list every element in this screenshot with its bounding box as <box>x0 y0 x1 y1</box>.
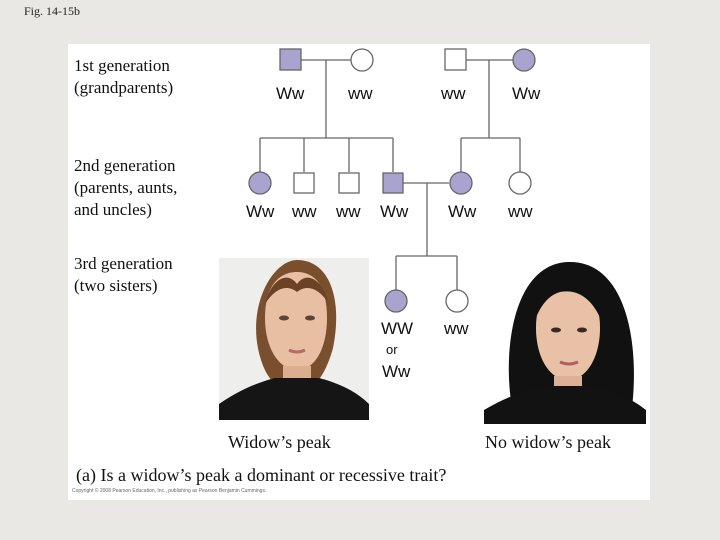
genotype-label: Ww <box>448 202 477 221</box>
widows-peak-photo <box>219 258 369 420</box>
generation-label-2: 2nd generation (parents, aunts, and uncl… <box>74 156 178 219</box>
pedigree-lines <box>259 59 521 290</box>
grandfather-2-symbol <box>444 48 467 71</box>
mother-symbol <box>449 171 473 195</box>
genotype-label: Ww <box>380 202 409 221</box>
genotype-or-label: or <box>386 342 398 357</box>
uncle-1-symbol <box>293 172 315 194</box>
grandfather-1-symbol <box>279 48 302 71</box>
grandmother-1-symbol <box>350 48 374 72</box>
genotype-label: ww <box>440 84 466 103</box>
genotype-label: Ww <box>276 84 305 103</box>
figure-panel: 1st generation (grandparents) 2nd genera… <box>68 44 650 500</box>
generation-label-3: 3rd generation (two sisters) <box>74 254 173 295</box>
father-symbol <box>382 172 404 194</box>
sister-1-symbol <box>384 289 408 313</box>
genotype-label: WW <box>381 319 413 338</box>
widows-peak-caption: Widow’s peak <box>228 432 331 452</box>
copyright-text: Copyright © 2008 Pearson Education, Inc.… <box>72 488 267 494</box>
figure-label: Fig. 14-15b <box>24 4 81 18</box>
genotype-label: Ww <box>382 362 411 381</box>
no-widows-peak-photo <box>484 258 646 424</box>
genotype-label: ww <box>443 319 469 338</box>
aunt-1-symbol <box>248 171 272 195</box>
genotype-label: ww <box>347 84 373 103</box>
aunt-2-symbol <box>508 171 532 195</box>
sister-2-symbol <box>445 289 469 313</box>
genotype-label: Ww <box>512 84 541 103</box>
genotype-label: ww <box>335 202 361 221</box>
question-caption: (a) Is a widow’s peak a dominant or rece… <box>76 465 447 485</box>
genotype-label: ww <box>291 202 317 221</box>
no-widows-peak-caption: No widow’s peak <box>485 432 611 452</box>
grandmother-2-symbol <box>512 48 536 72</box>
generation-label-1: 1st generation (grandparents) <box>74 56 174 97</box>
genotype-label: ww <box>507 202 533 221</box>
uncle-2-symbol <box>338 172 360 194</box>
pedigree-chart: Ww ww ww Ww Ww ww ww Ww Ww ww WW or Ww w… <box>246 48 541 381</box>
genotype-label: Ww <box>246 202 275 221</box>
